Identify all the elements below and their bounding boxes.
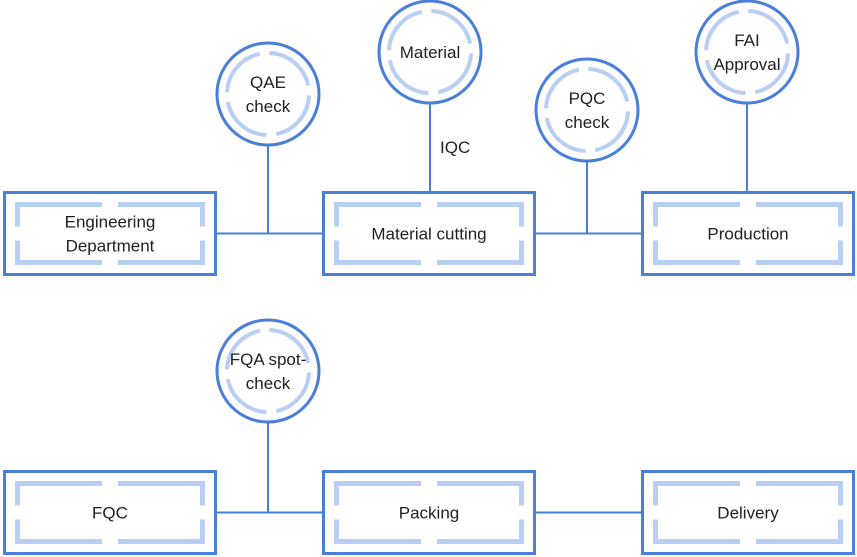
step-packing-label: Packing: [399, 504, 459, 523]
checkpoint-fai-approval-label: Approval: [713, 55, 780, 74]
step-fqc-label: FQC: [92, 504, 128, 523]
checkpoint-fqa-spot-check-label: FQA spot-: [230, 350, 307, 369]
connector-label-material: IQC: [440, 138, 470, 157]
step-engineering-department-label: Engineering: [65, 213, 156, 232]
checkpoint-qae-check-label: check: [246, 97, 291, 116]
step-engineering-department-label: Department: [66, 237, 155, 256]
step-delivery-label: Delivery: [717, 504, 779, 523]
step-box-production[interactable]: Production: [641, 191, 855, 276]
checkpoint-outline: [534, 57, 640, 163]
checkpoint-pqc-check-label: PQC: [569, 89, 606, 108]
checkpoint-fqa-spot-check[interactable]: FQA spot-check: [215, 318, 321, 424]
checkpoint-pqc-check-label: check: [565, 113, 610, 132]
step-box-packing[interactable]: Packing: [322, 470, 536, 555]
checkpoint-material[interactable]: Material: [377, 0, 483, 105]
step-material-cutting-label: Material cutting: [371, 225, 486, 244]
checkpoint-pqc-check[interactable]: PQC check: [534, 57, 640, 163]
checkpoint-material-label: Material: [400, 43, 460, 62]
checkpoint-fai-approval[interactable]: FAI Approval: [694, 0, 800, 105]
checkpoint-fai-approval-label: FAI: [734, 31, 760, 50]
checkpoint-qae-check-label: QAE: [250, 73, 286, 92]
checkpoint-outline: [215, 318, 321, 424]
step-box-material-cutting[interactable]: Material cutting: [322, 191, 536, 276]
checkpoint-outline: [694, 0, 800, 105]
checkpoint-outline: [377, 0, 483, 105]
checkpoint-outline: [215, 41, 321, 147]
checkpoint-fqa-spot-check-label: check: [246, 374, 291, 393]
checkpoint-qae-check[interactable]: QAE check: [215, 41, 321, 147]
step-box-delivery[interactable]: Delivery: [641, 470, 855, 555]
connectors: IQC: [217, 103, 748, 514]
step-box-fqc[interactable]: FQC: [3, 470, 217, 555]
step-production-label: Production: [707, 225, 788, 244]
